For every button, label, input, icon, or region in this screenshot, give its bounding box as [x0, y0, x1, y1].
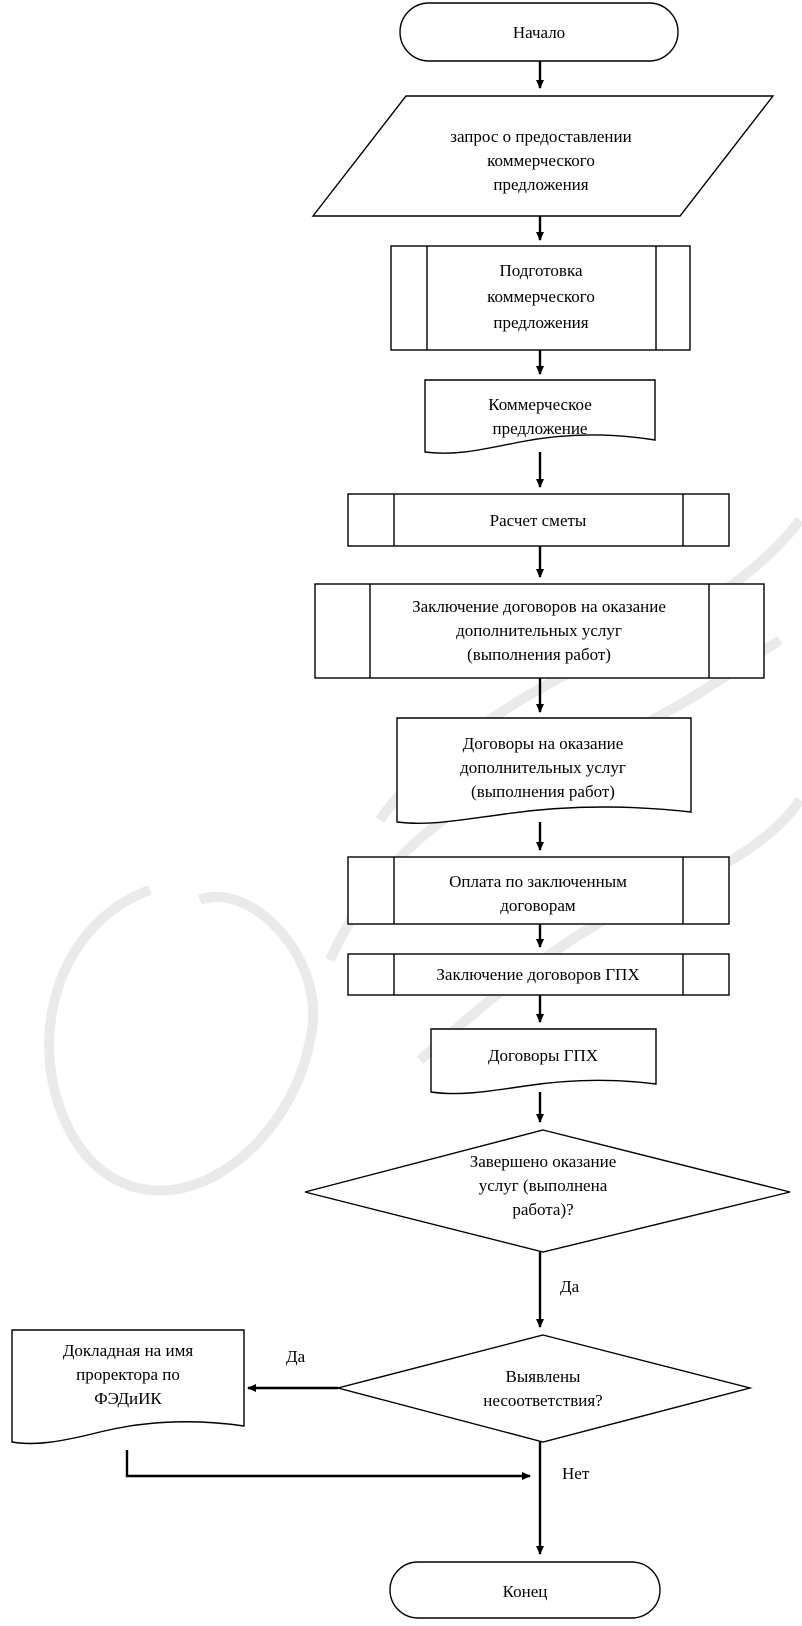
- gph-process-shape: Заключение договоров ГПХ: [347, 953, 730, 996]
- start-terminator: Начало: [399, 2, 679, 62]
- yes-label-issues: Да: [286, 1347, 306, 1366]
- decision-completed-line-3: работа)?: [512, 1200, 573, 1219]
- prep-line-3: предложения: [493, 313, 588, 332]
- contracts-line-3: (выполнения работ): [467, 645, 611, 664]
- arrow-memo-to-merge: [125, 1450, 531, 1480]
- gph-label: Заключение договоров ГПХ: [436, 965, 639, 984]
- prep-line-1: Подготовка: [499, 261, 582, 280]
- contracts-line-2: дополнительных услуг: [456, 621, 622, 640]
- contracts-doc-line-2: дополнительных услуг: [460, 758, 626, 777]
- prep-line-2: коммерческого: [487, 287, 595, 306]
- contracts-doc-line-3: (выполнения работ): [471, 782, 615, 801]
- decision-completed-line-2: услуг (выполнена: [479, 1176, 608, 1195]
- gph-document-shape: Договоры ГПХ: [430, 1028, 657, 1095]
- offer-document-shape: Коммерческое предложение: [424, 379, 656, 454]
- start-label: Начало: [513, 23, 565, 42]
- estimate-process-shape: Расчет сметы: [347, 493, 730, 547]
- end-label: Конец: [503, 1582, 548, 1601]
- decision-completed-shape: Завершено оказание услуг (выполнена рабо…: [304, 1129, 791, 1253]
- decision-issues-line-1: Выявлены: [506, 1367, 582, 1386]
- memo-line-1: Докладная на имя: [63, 1341, 193, 1360]
- memo-document-shape: Докладная на имя проректора по ФЭДиИК: [11, 1329, 245, 1445]
- memo-line-3: ФЭДиИК: [94, 1389, 162, 1408]
- connectors: [125, 57, 544, 1555]
- payment-line-1: Оплата по заключенным: [449, 872, 627, 891]
- offer-line-1: Коммерческое: [488, 395, 592, 414]
- decision-completed-line-1: Завершено оказание: [470, 1152, 617, 1171]
- gph-doc-label: Договоры ГПХ: [488, 1046, 598, 1065]
- payment-process-shape: Оплата по заключенным договорам: [347, 856, 730, 925]
- contracts-document-shape: Договоры на оказание дополнительных услу…: [396, 717, 692, 824]
- request-line-2: коммерческого: [487, 151, 595, 170]
- decision-issues-line-2: несоответствия?: [483, 1391, 602, 1410]
- estimate-label: Расчет сметы: [490, 511, 587, 530]
- memo-line-2: проректора по: [76, 1365, 180, 1384]
- decision-issues-shape: Выявлены несоответствия?: [335, 1334, 753, 1443]
- contracts-process-shape: Заключение договоров на оказание дополни…: [314, 583, 765, 679]
- request-line-3: предложения: [493, 175, 588, 194]
- payment-line-2: договорам: [500, 896, 576, 915]
- no-label: Нет: [562, 1464, 590, 1483]
- contracts-doc-line-1: Договоры на оказание: [463, 734, 624, 753]
- end-terminator: Конец: [389, 1561, 661, 1619]
- request-input-shape: запрос о предоставлении коммерческого пр…: [311, 95, 775, 217]
- offer-line-2: предложение: [493, 419, 588, 438]
- yes-label-completed: Да: [560, 1277, 580, 1296]
- prep-process-shape: Подготовка коммерческого предложения: [390, 245, 691, 351]
- request-line-1: запрос о предоставлении: [450, 127, 631, 146]
- contracts-line-1: Заключение договоров на оказание: [412, 597, 666, 616]
